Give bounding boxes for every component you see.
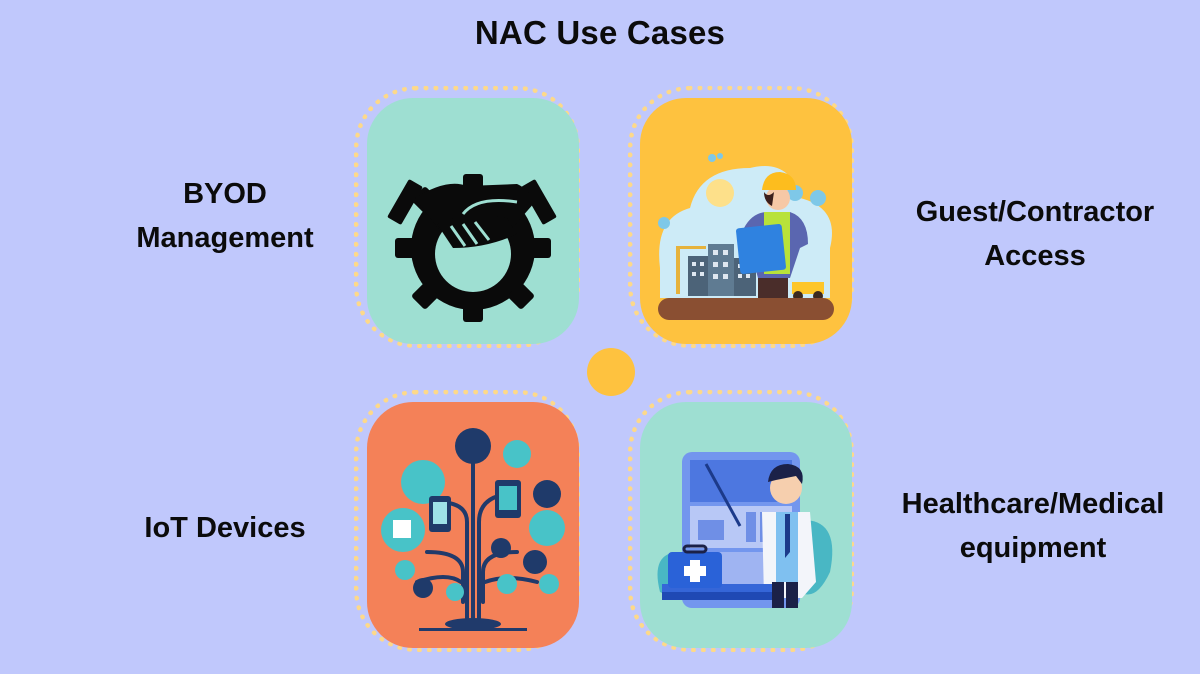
label-line: equipment: [959, 532, 1107, 564]
page-title: NAC Use Cases: [474, 14, 726, 51]
tile-byod: [367, 98, 579, 344]
tile-medical: [640, 402, 852, 648]
construction-worker-icon: [658, 153, 834, 320]
use-case-label-medical: Healthcare/Medical equipment: [866, 482, 1200, 570]
tile-iot: [367, 402, 579, 648]
center-dot: [587, 348, 635, 396]
use-case-label-iot: IoT Devices: [110, 506, 340, 550]
label-line: Management: [136, 222, 314, 254]
doctor-medical-cabinet-icon: [657, 452, 833, 608]
tile-guest: [640, 98, 852, 344]
label-line: Healthcare/Medical: [901, 488, 1165, 520]
label-line: Access: [984, 240, 1086, 272]
use-case-label-byod: BYOD Management: [110, 172, 340, 260]
use-case-label-guest: Guest/Contractor Access: [880, 190, 1190, 278]
device-tree-icon: [381, 428, 565, 631]
handshake-gear-icon: [387, 174, 557, 322]
label-line: BYOD: [183, 178, 267, 210]
label-line: Guest/Contractor: [915, 196, 1155, 228]
label-line: IoT Devices: [144, 512, 306, 544]
